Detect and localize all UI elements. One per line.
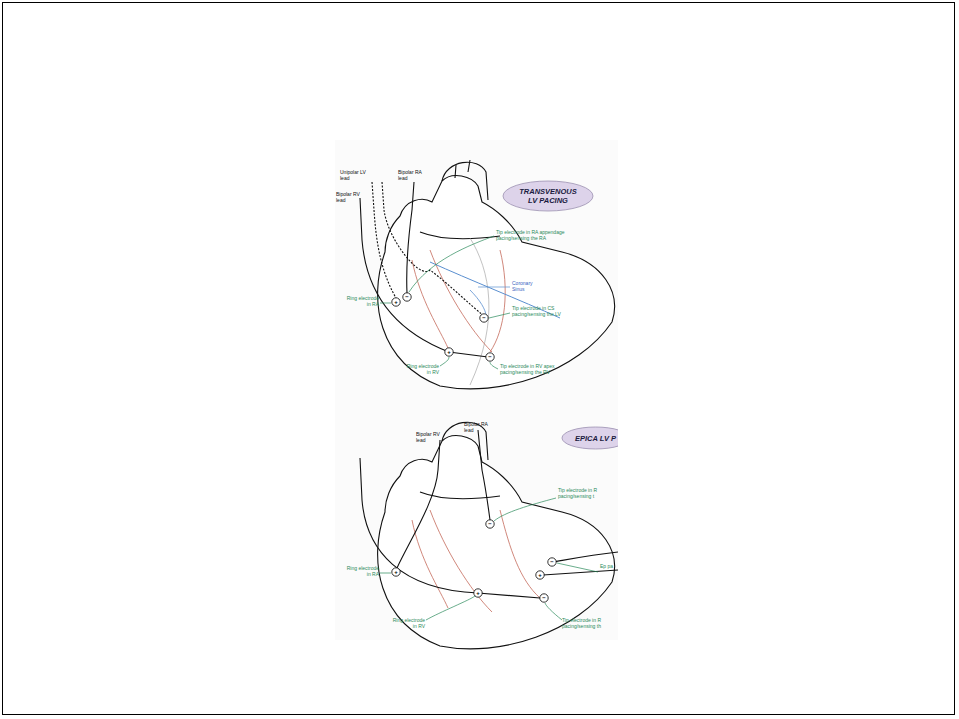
callout-label: Tip electrode in RV apex pacing/sensing … (500, 364, 572, 375)
electrode-symbols (392, 293, 556, 602)
polarity-sign: + (536, 571, 544, 579)
callout-label: Tip electrode in R pacing/sensing th (562, 618, 617, 629)
callout-label: Ring electrode in RA (346, 296, 379, 307)
polarity-sign: − (486, 520, 494, 528)
leader-lines (380, 236, 598, 620)
callout-label: Bipolar RA lead (398, 170, 428, 181)
callout-label: Bipolar RV lead (336, 192, 366, 203)
figure-crop: Unipolar LV leadBipolar RA leadBipolar R… (0, 0, 618, 719)
heart-illustration (0, 0, 618, 719)
heart-transvenous (360, 160, 615, 389)
callout-label: Ring electrode in RV (404, 364, 439, 375)
heart-epicardial (360, 422, 618, 649)
title-text: TRANSVENOUS LV PACING (516, 187, 580, 205)
callout-label: Ring electrode in RV (390, 618, 425, 629)
callout-label: Tip electrode in RA appendage pacing/sen… (496, 230, 568, 241)
polarity-sign: + (392, 568, 400, 576)
polarity-sign: − (548, 558, 556, 566)
polarity-sign: − (540, 594, 548, 602)
callout-label: Bipolar RV lead (416, 432, 446, 443)
polarity-sign: − (403, 293, 411, 301)
callout-label: Ep pa (600, 564, 617, 570)
callout-label: Coronary Sinus (512, 281, 542, 292)
polarity-sign: + (392, 298, 400, 306)
callout-label: Ring electrode in RA (346, 566, 379, 577)
callout-label: Unipolar LV lead (340, 170, 370, 181)
title-text: EPICA LV P (575, 434, 616, 443)
callout-label: Tip electrode in R pacing/sensing t (558, 488, 618, 499)
polarity-sign: + (474, 589, 482, 597)
polarity-sign: − (486, 353, 494, 361)
polarity-sign: + (445, 348, 453, 356)
polarity-sign: − (480, 314, 488, 322)
title-ellipse: TRANSVENOUS LV PACING (502, 180, 594, 212)
callout-label: Tip electrode in CS pacing/sensing the L… (512, 306, 578, 317)
title-ellipse: EPICA LV P (561, 426, 618, 450)
callout-label: Bipolar RA lead (464, 422, 494, 433)
